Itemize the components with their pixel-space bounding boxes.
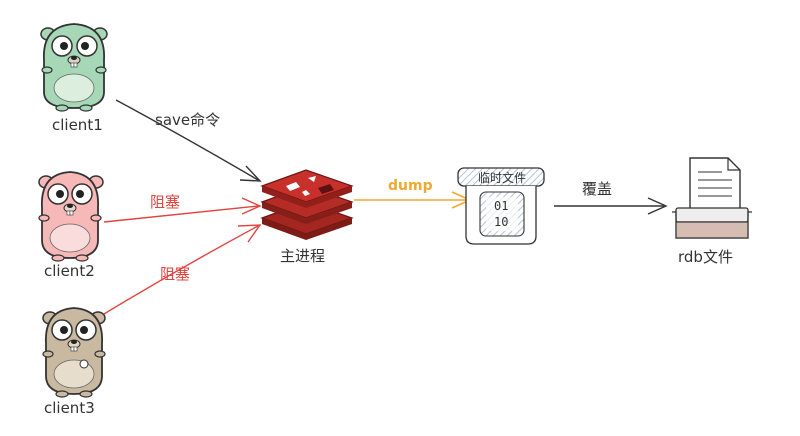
client2-gopher-icon	[38, 171, 104, 262]
client2-label: client2	[44, 262, 95, 280]
dump-arrow	[354, 191, 472, 209]
temp-file-bits-2: 10	[494, 215, 508, 229]
temp-file-title: 临时文件	[478, 170, 526, 185]
block-arrow-client3	[103, 224, 262, 315]
client3-gopher-icon	[42, 307, 106, 398]
rdb-file-label: rdb文件	[678, 248, 733, 266]
block-arrow-client2	[103, 197, 262, 223]
client1-gopher-icon	[40, 23, 108, 112]
overwrite-arrow	[554, 197, 668, 215]
temp-file-bits-1: 01	[494, 199, 508, 213]
dump-label: dump	[388, 178, 433, 194]
overwrite-label: 覆盖	[582, 180, 612, 198]
save-command-arrow	[115, 99, 262, 182]
block-label-1: 阻塞	[150, 193, 180, 211]
block-label-2: 阻塞	[160, 265, 190, 283]
client3-label: client3	[44, 399, 95, 417]
client1-label: client1	[52, 116, 103, 134]
main-process-label: 主进程	[280, 247, 325, 265]
temp-file-icon	[457, 167, 545, 245]
rdb-file-icon	[672, 157, 752, 239]
save-command-label: save命令	[155, 111, 220, 129]
redis-logo-icon	[260, 169, 354, 240]
